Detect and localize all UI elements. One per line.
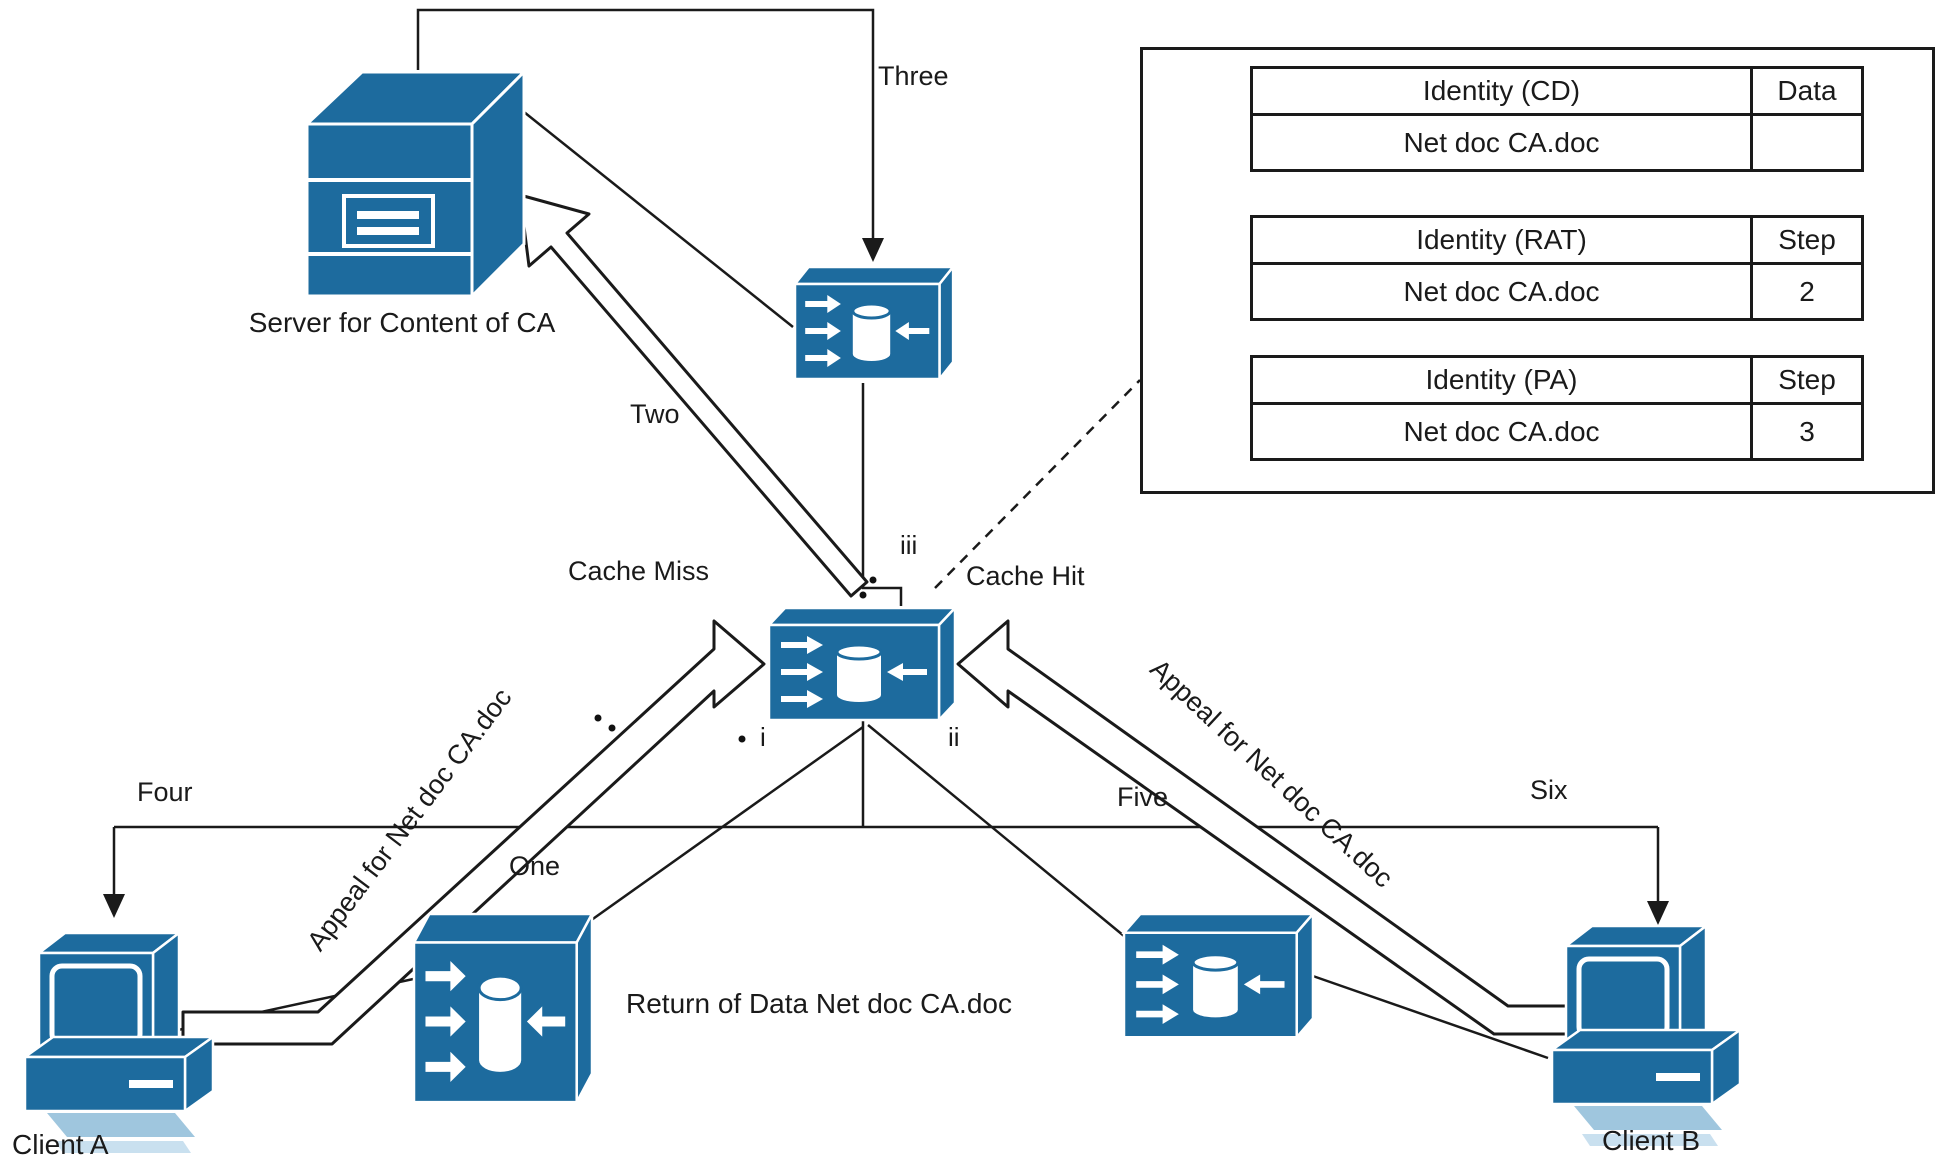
table-rat-header-step: Step: [1778, 224, 1836, 255]
block-arrow-two-cache-to-server: [518, 193, 869, 598]
client-a-label: Client A: [12, 1129, 109, 1160]
server-label: Server for Content of CA: [248, 307, 556, 338]
arrowhead-four-icon: [103, 894, 125, 918]
line-central-to-five-node: [867, 724, 1125, 937]
step-five-label: Five: [1117, 782, 1169, 812]
dashed-line-to-table-panel: [934, 379, 1141, 589]
step-four-label: Four: [137, 777, 193, 807]
table-identity-cd: Identity (CD) Data Net doc CA.doc: [1250, 66, 1864, 172]
arrowhead-six-icon: [1647, 901, 1669, 925]
arrowhead-three-icon: [862, 238, 884, 262]
line-five-node-to-client-b: [1309, 973, 1549, 1060]
return-data-label: Return of Data Net doc CA.doc: [626, 988, 1012, 1019]
cache-node-top-icon: [793, 265, 955, 381]
step-one-label: One: [509, 851, 561, 881]
cache-hit-label: Cache Hit: [966, 561, 1085, 591]
table-pa-header-step: Step: [1778, 364, 1836, 395]
table-pa-cell-identity: Net doc CA.doc: [1253, 405, 1753, 458]
block-arrow-appeal-client-a: [181, 619, 766, 1046]
cache-node-one-icon: [414, 914, 592, 1102]
line-central-to-one-node: [589, 725, 864, 923]
table-pa-header-identity: Identity (PA): [1253, 358, 1753, 402]
table-row: Net doc CA.doc 3: [1253, 405, 1861, 458]
client-a-icon: [25, 933, 213, 1153]
table-cd-cell-data: [1753, 116, 1861, 169]
table-pa-cell-step: 3: [1799, 415, 1815, 447]
table-identity-rat: Identity (RAT) Step Net doc CA.doc 2: [1250, 215, 1864, 321]
table-row: Net doc CA.doc: [1253, 116, 1861, 169]
table-cd-header-data: Data: [1777, 75, 1837, 106]
cache-tables-panel: Identity (CD) Data Net doc CA.doc Identi…: [1140, 47, 1935, 494]
line-server-to-top-node: [416, 8, 875, 250]
table-cd-header-identity: Identity (CD): [1253, 69, 1753, 113]
cache-miss-label: Cache Miss: [568, 556, 710, 586]
substep-iii-label: iii: [900, 530, 918, 560]
cache-node-five-icon: [1122, 912, 1315, 1039]
step-six-label: Six: [1530, 775, 1568, 805]
client-b-label: Client B: [1602, 1125, 1701, 1156]
client-b-icon: [1552, 926, 1740, 1146]
cache-node-central-icon: [767, 606, 957, 722]
table-cd-cell-identity: Net doc CA.doc: [1253, 116, 1753, 169]
table-identity-pa: Identity (PA) Step Net doc CA.doc 3: [1250, 355, 1864, 461]
server-icon: [303, 68, 528, 300]
line-topnode-to-central: [861, 383, 903, 606]
step-three-label: Three: [878, 61, 949, 91]
table-row: Net doc CA.doc 2: [1253, 265, 1861, 318]
substep-ii-label: ii: [948, 722, 960, 752]
step-two-label: Two: [630, 399, 680, 429]
substep-i-label: i: [760, 722, 766, 752]
line-server-topnode-return: [523, 111, 794, 328]
table-rat-cell-identity: Net doc CA.doc: [1253, 265, 1753, 318]
table-rat-header-identity: Identity (RAT): [1253, 218, 1753, 262]
table-rat-cell-step: 2: [1799, 275, 1815, 307]
